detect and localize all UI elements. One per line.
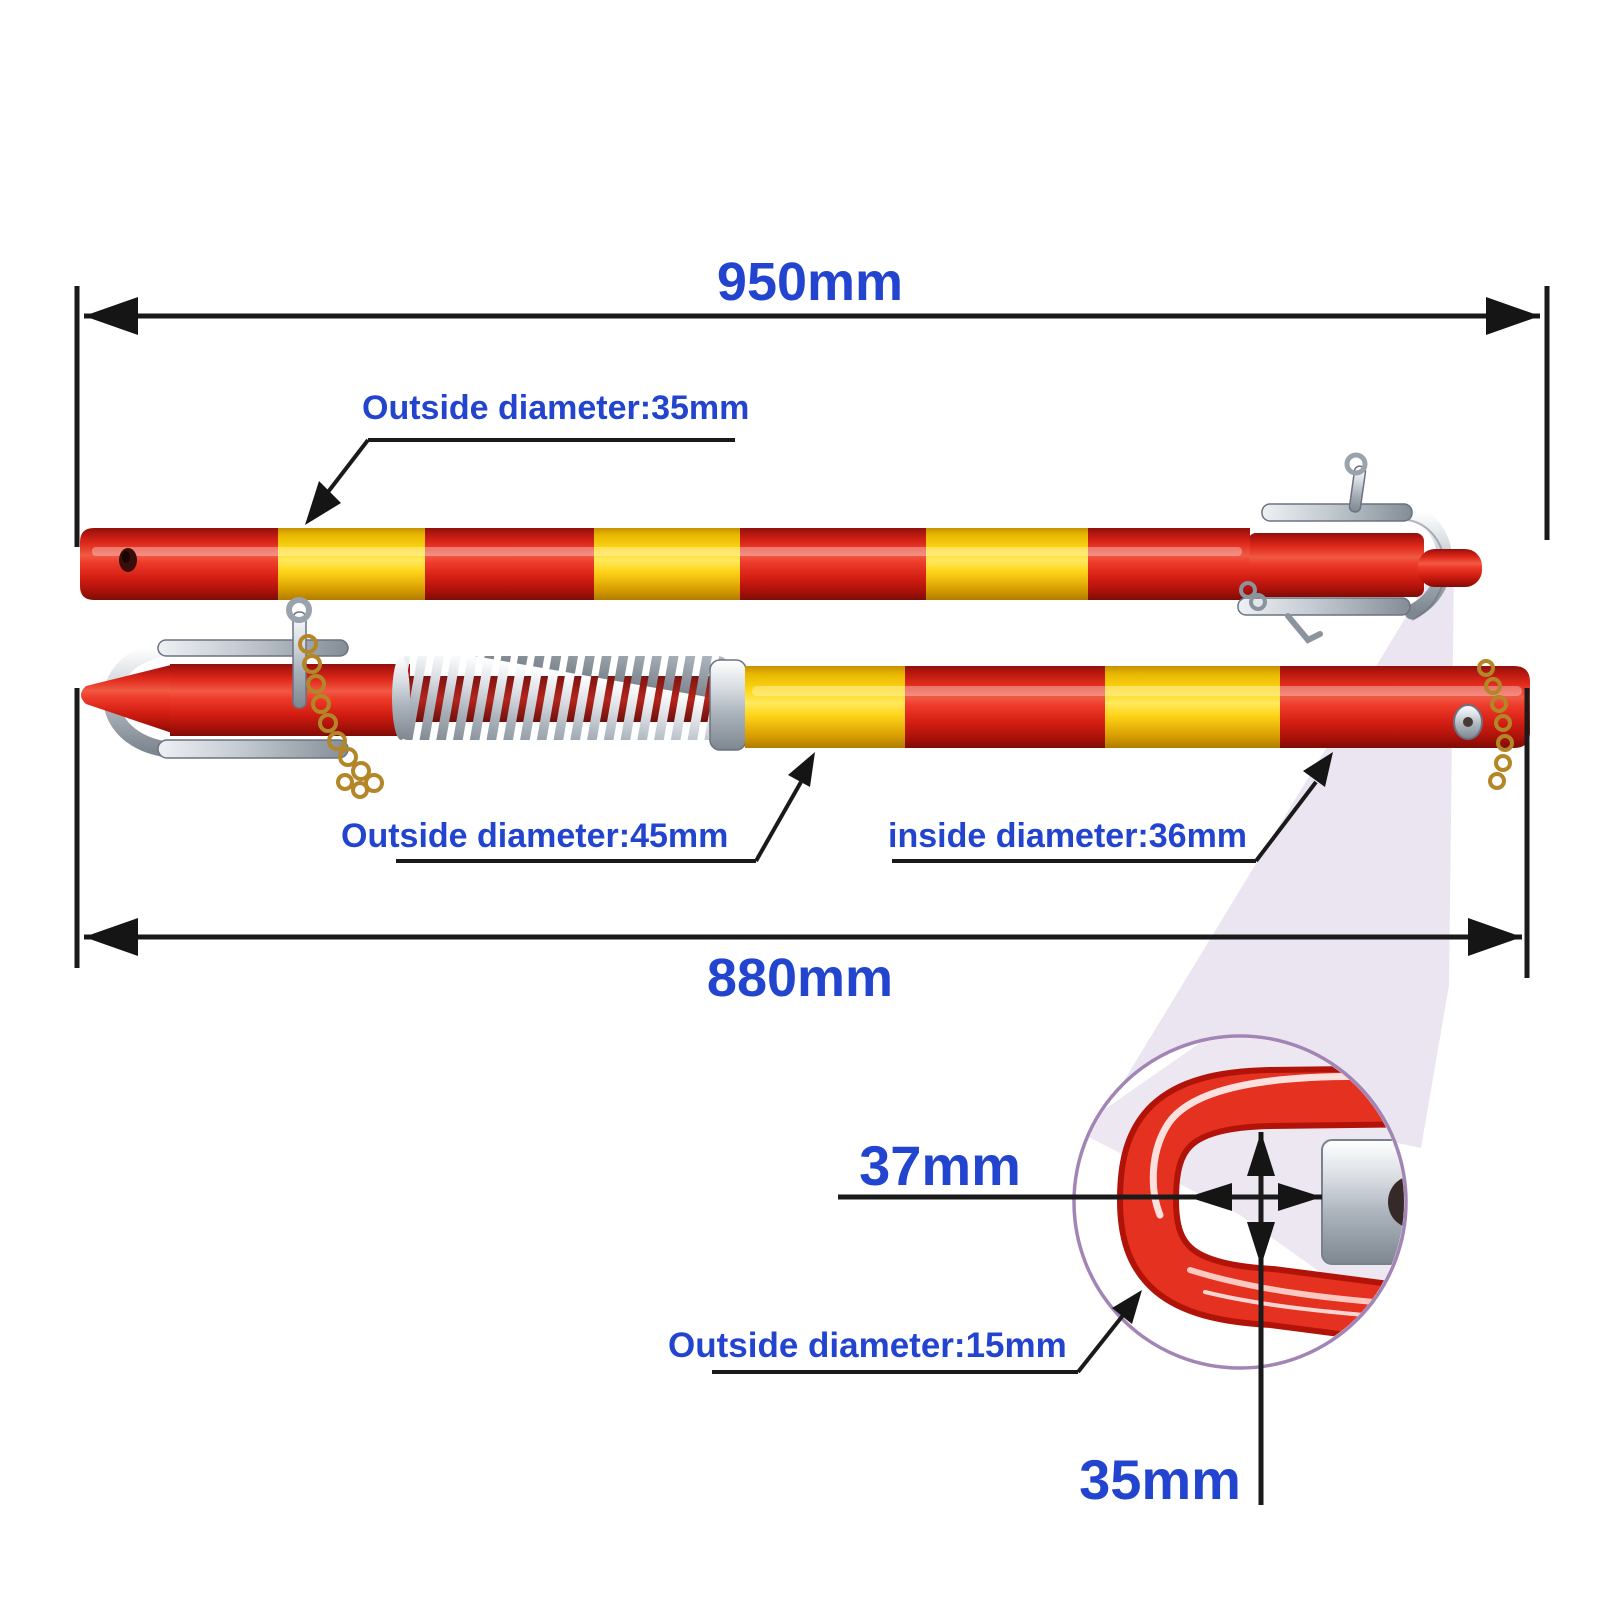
lower-pole-stripe-1 [745,666,905,748]
arrowhead-right-37 [1278,1183,1322,1211]
magnifier-detail: 37mm 35mm Outside diameter:15mm [668,1034,1408,1511]
lower-pole-tip-cone [81,664,175,734]
arrowhead-callout-36 [1303,752,1333,787]
label-lower-outside-diameter: Outside diameter:45mm [341,817,728,855]
label-inside-diameter: inside diameter:36mm [888,817,1247,855]
spring-collar [709,659,747,751]
label-upper-outside-diameter: Outside diameter:35mm [362,389,749,427]
dimension-label-950: 950mm [717,252,903,312]
lower-pole-end-chain [1453,659,1514,790]
dimension-950: 950mm [74,252,1550,547]
upper-pole-stripe-1 [278,528,425,600]
spring [392,656,730,740]
dimension-35: 35mm [1079,1132,1275,1511]
arrowhead-right-880 [1468,918,1522,956]
callout-hook-outside-diameter: Outside diameter:15mm [668,1290,1142,1374]
arrowhead-left-880 [84,918,138,956]
arrowhead-callout-45 [788,752,815,787]
upper-shackle [1237,452,1413,644]
callout-lower-outside-diameter: Outside diameter:45mm [341,752,815,863]
upper-pole-sleeve [1248,533,1424,597]
label-hook-outside-diameter: Outside diameter:15mm [668,1326,1067,1365]
hook-pin-sleeve [1321,1139,1404,1265]
arrowhead-left-37 [1188,1183,1232,1211]
upper-shackle-cotter [1285,613,1323,644]
dimension-37: 37mm [838,1134,1322,1211]
dimension-label-880: 880mm [707,948,893,1008]
lower-pole-stripe-2 [1105,666,1280,748]
upper-pole [80,452,1482,644]
upper-shackle-pin [1348,465,1367,513]
arrowhead-callout-15 [1112,1290,1142,1324]
lower-shackle-chain [298,634,384,799]
callout-inside-diameter: inside diameter:36mm [888,752,1333,863]
arrowhead-down-35 [1247,1222,1275,1266]
upper-pole-stripe-3 [926,528,1088,600]
upper-pole-tip [1418,549,1482,587]
dimension-880: 880mm [74,688,1530,1008]
lower-pole-left-tube [170,664,410,736]
arrowhead-up-35 [1247,1132,1275,1176]
dimension-label-35: 35mm [1079,1448,1241,1511]
arrowhead-right-950 [1486,297,1540,335]
callout-upper-outside-diameter: Outside diameter:35mm [305,389,749,525]
lower-shackle [157,597,384,799]
hook-detail [1116,1065,1404,1349]
dimension-label-37: 37mm [859,1134,1021,1197]
lower-pole [81,597,1530,799]
arrowhead-callout-35 [305,481,341,525]
upper-pole-stripe-2 [594,528,740,600]
arrowhead-left-950 [84,297,138,335]
